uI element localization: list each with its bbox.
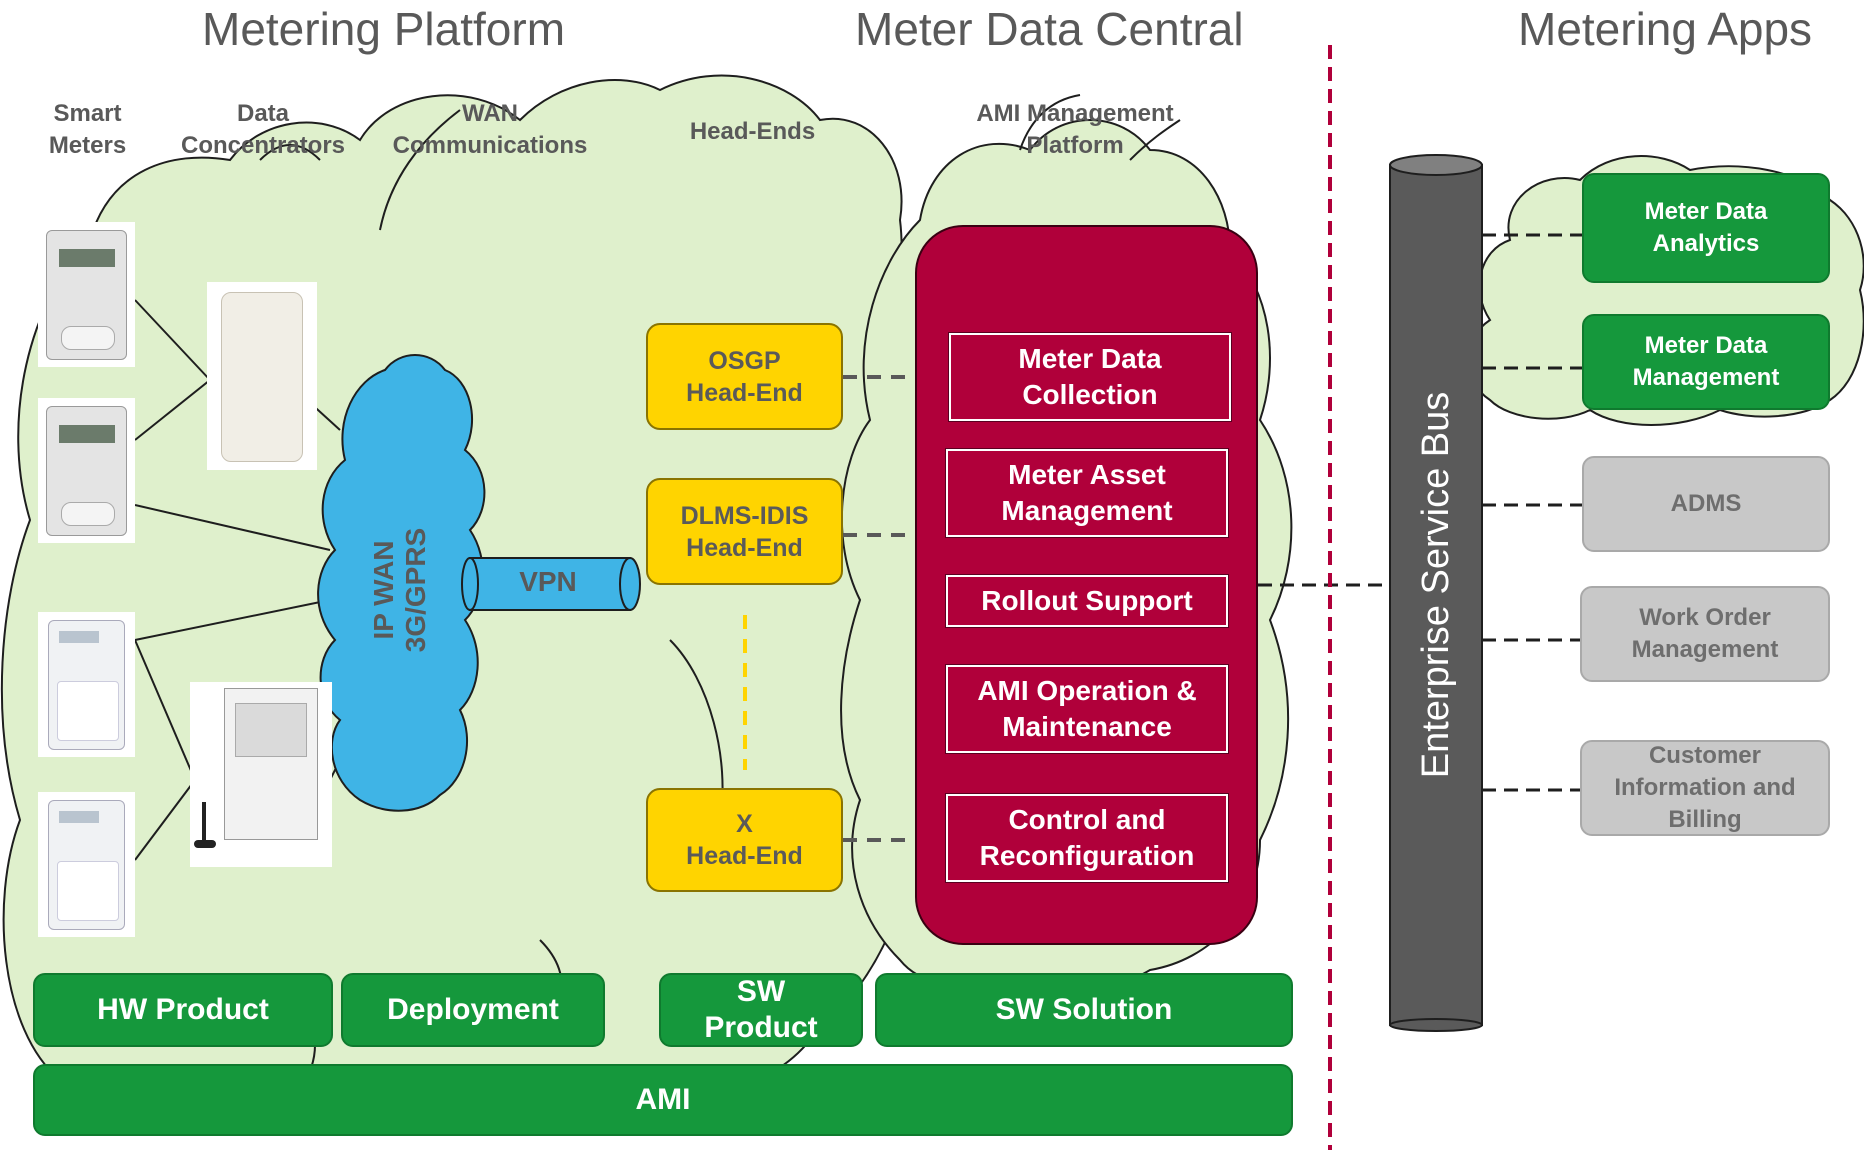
- cloud-arc: [379, 109, 461, 231]
- module-rollout-support[interactable]: Rollout Support: [945, 574, 1229, 628]
- band-hw-product: HW Product: [33, 973, 333, 1047]
- head-end-osgp[interactable]: OSGP Head-End: [646, 323, 843, 430]
- wan-communications-label: WAN Communications: [392, 100, 588, 159]
- module-meter-data-collection[interactable]: Meter Data Collection: [948, 332, 1232, 422]
- metering-platform-title: Metering Platform: [202, 3, 566, 55]
- app-adms[interactable]: ADMS: [1582, 456, 1830, 552]
- ami-management-platform-label: AMI Management Platform: [976, 100, 1174, 159]
- cloud-arc: [1129, 119, 1181, 161]
- module-meter-asset-management[interactable]: Meter Asset Management: [945, 448, 1229, 538]
- esb-cylinder: [1389, 154, 1483, 1032]
- smart-meter-photo: [38, 612, 135, 757]
- app-customer-information-billing[interactable]: Customer Information and Billing: [1580, 740, 1830, 836]
- head-end-dlms-idis[interactable]: DLMS-IDIS Head-End: [646, 478, 843, 585]
- head-end-x[interactable]: X Head-End: [646, 788, 843, 892]
- app-work-order-management[interactable]: Work Order Management: [1580, 586, 1830, 682]
- app-meter-data-management[interactable]: Meter Data Management: [1582, 314, 1830, 410]
- vpn-label: VPN: [519, 566, 577, 597]
- module-control-reconfiguration[interactable]: Control and Reconfiguration: [945, 793, 1229, 883]
- data-concentrator-photo: [207, 282, 317, 470]
- band-ami: AMI: [33, 1064, 1293, 1136]
- smart-meter-photo: [38, 398, 135, 543]
- band-sw-solution: SW Solution: [875, 973, 1293, 1047]
- cloud-arc: [259, 144, 321, 161]
- smart-meter-photo: [38, 222, 135, 367]
- meter-data-central-title: Meter Data Central: [855, 3, 1244, 55]
- data-concentrators-label: Data Concentrators: [180, 100, 346, 159]
- ip-wan-label: IP WAN 3G/GPRS: [368, 527, 431, 653]
- band-deployment: Deployment: [341, 973, 605, 1047]
- app-meter-data-analytics[interactable]: Meter Data Analytics: [1582, 173, 1830, 283]
- esb-label: Enterprise Service Bus: [1414, 391, 1457, 779]
- esb-app-links: [1482, 233, 1582, 792]
- ip-wan-cloud: [317, 354, 486, 812]
- module-ami-operation-maintenance[interactable]: AMI Operation & Maintenance: [945, 664, 1229, 754]
- head-end-links: [843, 375, 915, 842]
- metering-apps-title: Metering Apps: [1518, 3, 1813, 55]
- smart-meter-photo: [38, 792, 135, 937]
- cloud-arc: [1019, 94, 1081, 151]
- smart-meters-label: Smart Meters: [48, 100, 127, 159]
- vpn-tube: [461, 557, 641, 611]
- head-ends-label: Head-Ends: [689, 118, 816, 145]
- data-concentrator-photo: [190, 682, 332, 867]
- band-sw-product: SW Product: [659, 973, 863, 1047]
